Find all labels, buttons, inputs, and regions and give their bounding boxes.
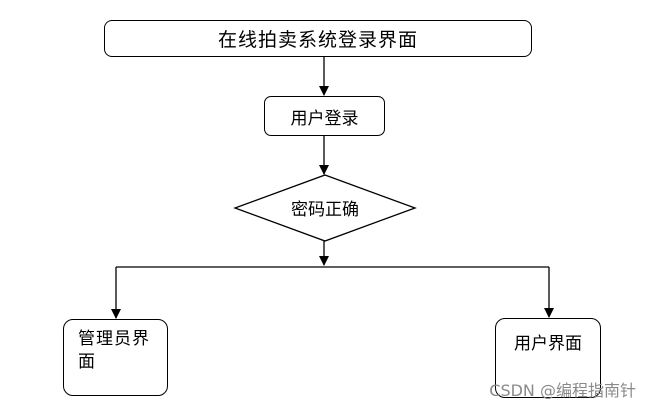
title-node-label: 在线拍卖系统登录界面 bbox=[217, 29, 418, 51]
watermark: CSDN @编程指南针 bbox=[489, 381, 636, 400]
decision-node-label: 密码正确 bbox=[291, 200, 359, 220]
admin-node-label: 管理员界面 bbox=[78, 329, 150, 372]
admin-node: 管理员界面 bbox=[63, 319, 168, 396]
decision-diamond bbox=[233, 174, 417, 242]
login-node-label: 用户登录 bbox=[290, 108, 359, 129]
login-node: 用户登录 bbox=[264, 96, 385, 136]
user-node: 用户界面 bbox=[495, 318, 601, 398]
user-node-label: 用户界面 bbox=[514, 334, 582, 354]
title-node: 在线拍卖系统登录界面 bbox=[104, 20, 532, 57]
